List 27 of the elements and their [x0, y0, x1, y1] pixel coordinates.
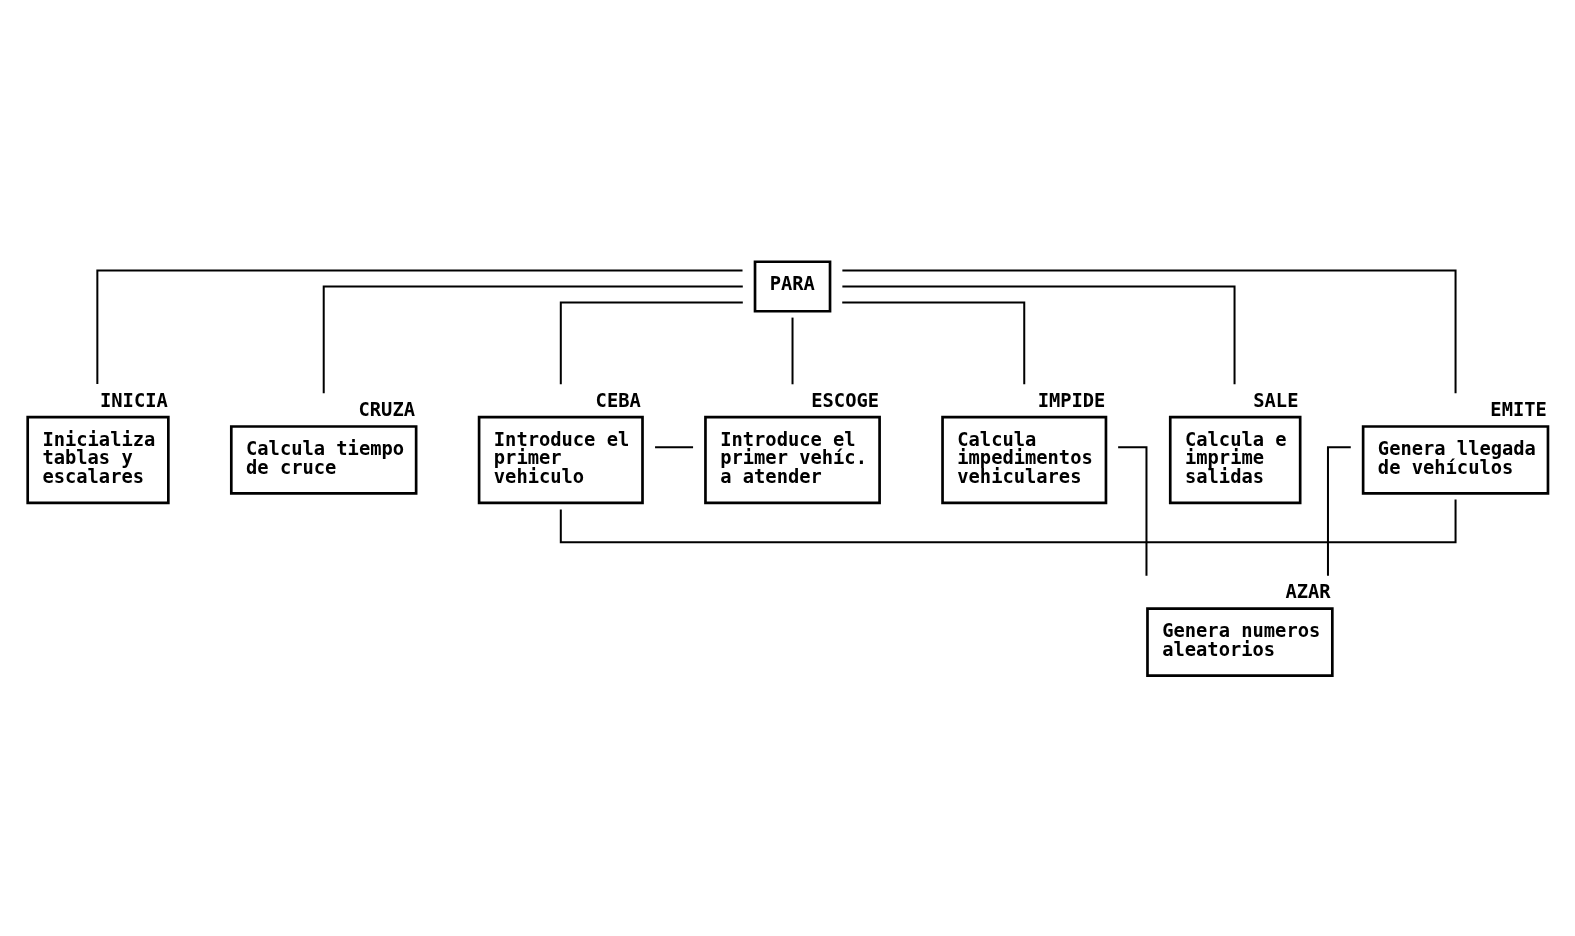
connector — [559, 499, 1457, 544]
node-box: Genera numeros aleatorios — [1146, 607, 1334, 677]
node-box: Genera llegada de vehículos — [1361, 425, 1550, 495]
node-box: Inicializa tablas y escalares — [26, 415, 170, 505]
node-label: IMPIDE — [1037, 389, 1106, 411]
connector — [96, 269, 743, 384]
node-label: ESCOGE — [811, 389, 880, 411]
node-label: INICIA — [100, 389, 168, 411]
node-box: Introduce el primer vehíc. a atender — [704, 415, 881, 505]
connector — [791, 317, 794, 385]
connector — [842, 269, 1457, 394]
node-box: PARA — [753, 260, 832, 313]
connector — [322, 285, 743, 394]
node-box: Calcula e imprime salidas — [1168, 415, 1302, 505]
node-label: EMITE — [1490, 399, 1547, 421]
node-box: Introduce el primer vehiculo — [477, 415, 644, 505]
connector — [1118, 446, 1148, 576]
node-box: Calcula impedimentos vehiculares — [941, 415, 1108, 505]
node-label: SALE — [1253, 389, 1299, 411]
node-label: CRUZA — [358, 399, 415, 421]
node-label: CEBA — [595, 389, 641, 411]
node-label: AZAR — [1285, 581, 1331, 603]
connector — [655, 446, 694, 449]
node-box: Calcula tiempo de cruce — [229, 425, 418, 495]
connector — [842, 301, 1026, 385]
connector — [842, 285, 1236, 385]
connector — [559, 301, 743, 385]
